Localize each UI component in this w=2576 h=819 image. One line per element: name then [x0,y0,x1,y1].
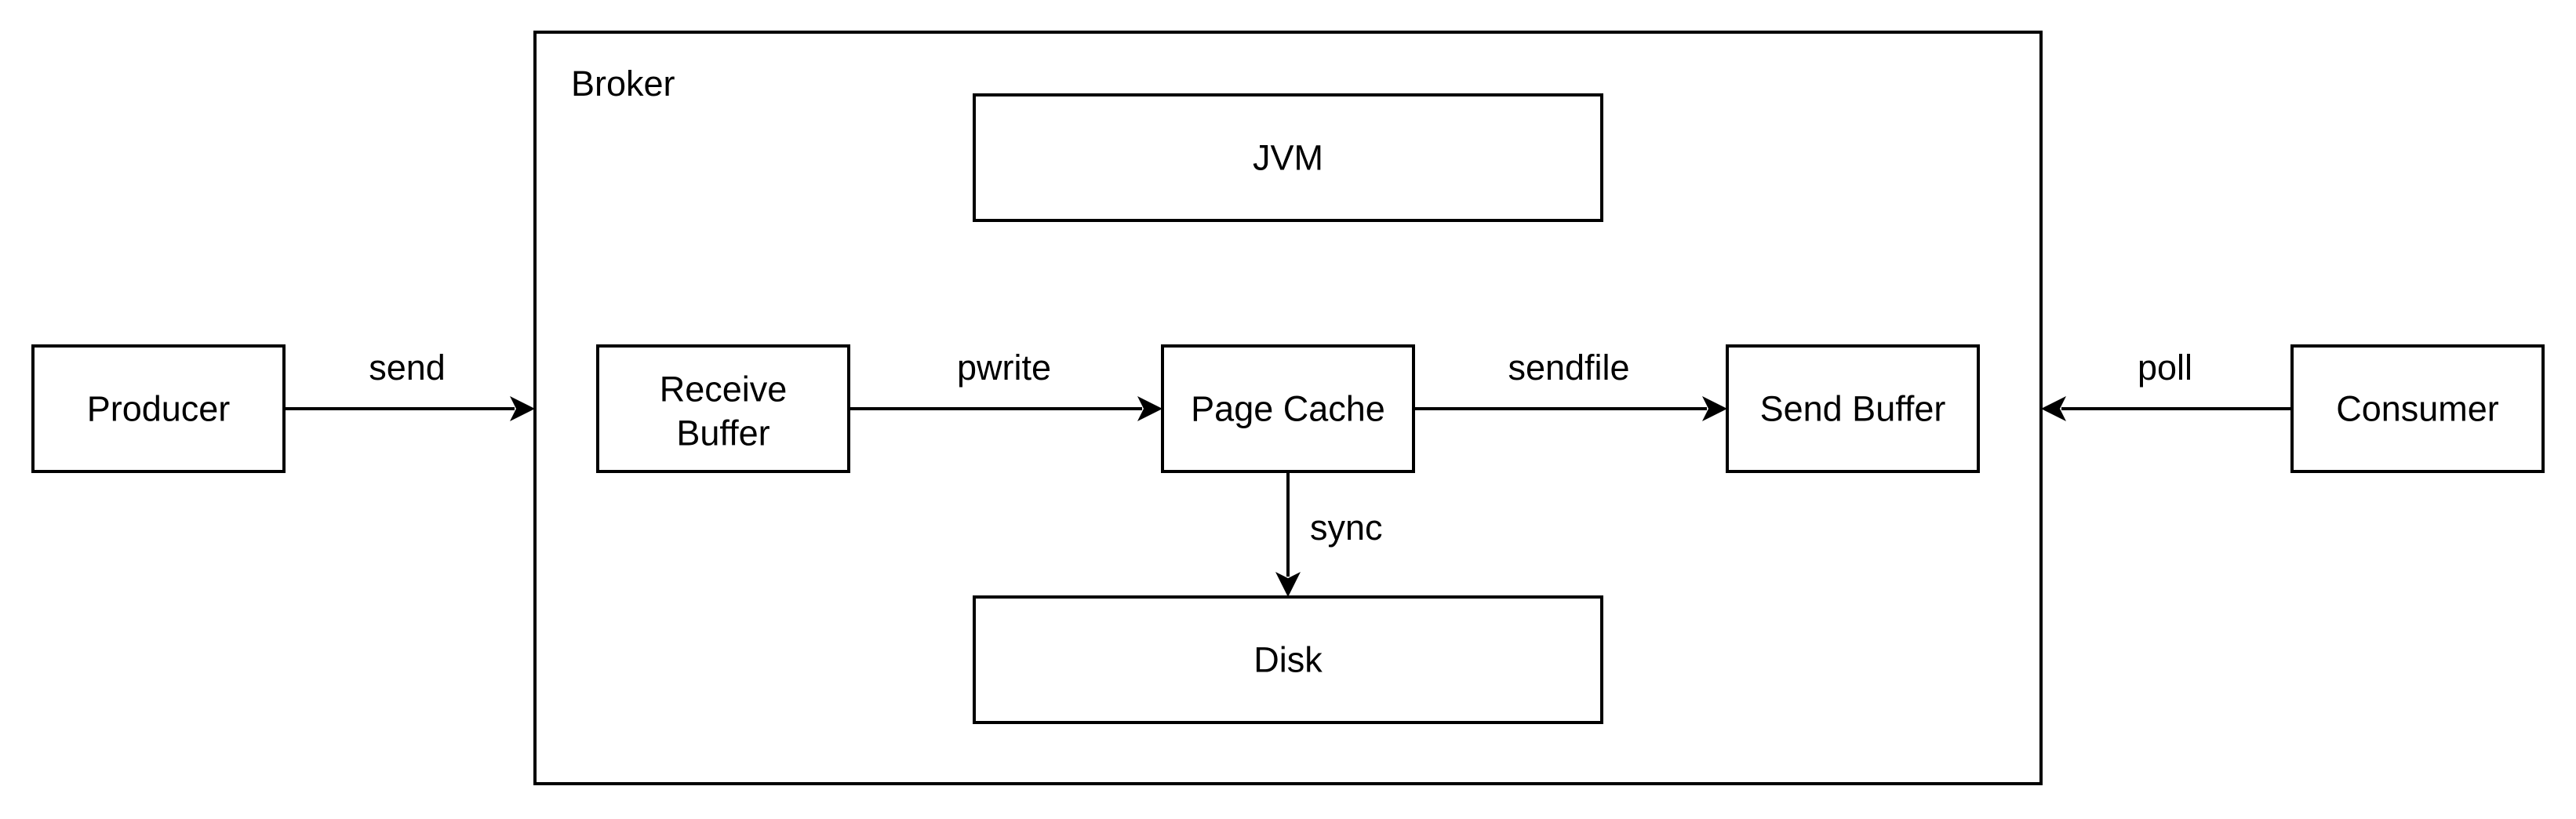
page-cache-box: Page Cache [1161,344,1415,473]
consumer-label: Consumer [2336,389,2499,429]
edge-sendfile-arrowhead [1702,396,1727,421]
edge-sync-arrowhead [1275,572,1301,597]
edge-send-label: send [369,348,446,388]
edge-sendfile-label: sendfile [1508,348,1629,388]
producer-box: Producer [31,344,286,473]
edge-send-arrowhead [510,396,535,421]
edge-sendfile: sendfile [1414,348,1727,421]
edge-pwrite: pwrite [849,348,1162,421]
edge-sync-label: sync [1310,508,1383,548]
edge-poll-label: poll [2138,348,2192,388]
consumer-box: Consumer [2290,344,2545,473]
edge-pwrite-label: pwrite [957,348,1051,388]
edge-poll: poll [2041,348,2292,421]
broker-container: Broker [533,31,2043,785]
receive-buffer-label-line2: Buffer [676,413,770,453]
send-buffer-label: Send Buffer [1760,389,1946,429]
receive-buffer-box: Receive Buffer [596,344,850,473]
producer-label: Producer [87,389,231,429]
edge-pwrite-arrowhead [1137,396,1162,421]
receive-buffer-label-line1: Receive [660,369,788,410]
page-cache-label: Page Cache [1191,389,1385,429]
edge-poll-arrowhead [2041,396,2066,421]
jvm-label: JVM [1253,138,1323,178]
disk-box: Disk [973,595,1603,724]
edge-send: send [284,348,535,421]
jvm-box: JVM [973,93,1603,222]
disk-label: Disk [1253,640,1323,680]
send-buffer-box: Send Buffer [1726,344,1980,473]
edge-sync: sync [1275,471,1383,597]
broker-label: Broker [571,64,675,104]
